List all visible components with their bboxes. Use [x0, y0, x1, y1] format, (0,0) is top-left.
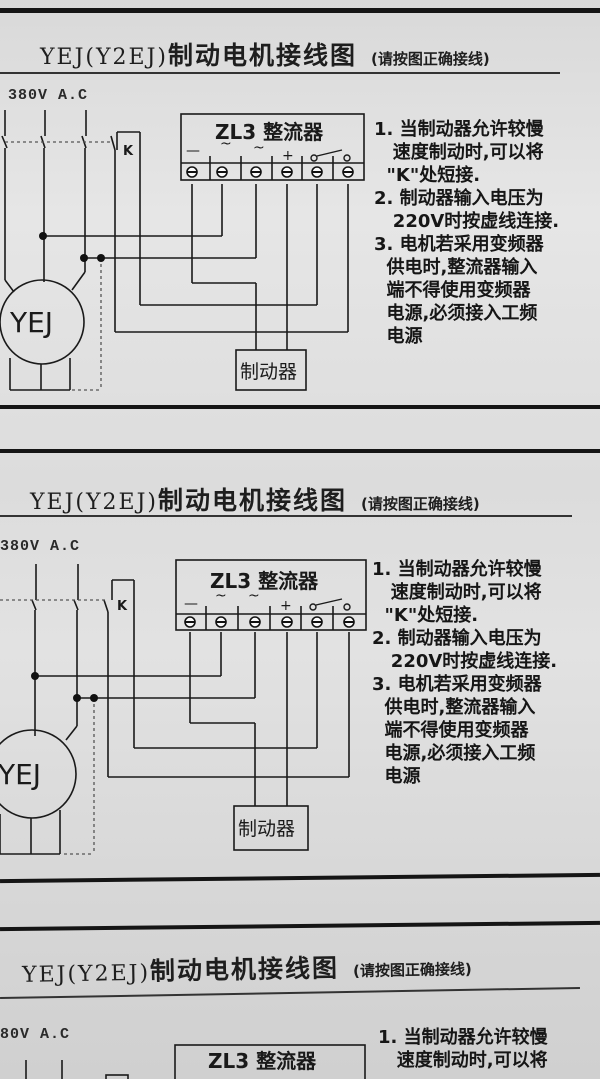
svg-text:+: + — [282, 148, 294, 164]
note-line: 速度制动时,可以将 — [378, 1050, 548, 1071]
supply-voltage-label: 380V A.C — [8, 87, 89, 104]
rectifier-label: ZL3 整流器 — [210, 569, 319, 593]
title-chinese: 制动电机接线图 — [149, 953, 340, 986]
note-line: 端不得使用变频器 — [374, 280, 531, 301]
note-line: 220V时按虚线连接. — [374, 211, 560, 232]
motor-label: YEJ — [0, 758, 41, 791]
note-line: 电源,必须接入工频 — [372, 743, 536, 764]
rectifier-label: ZL3 整流器 — [215, 120, 324, 144]
note-line: 供电时,整流器输入 — [374, 257, 538, 278]
wiring-notes: 1. 当制动器允许较慢 速度制动时,可以将 "K"处短接. 2. 制动器输入电压… — [374, 118, 559, 348]
note-line: 端不得使用变频器 — [372, 720, 529, 741]
note-line: 1. 当制动器允许较慢 — [374, 119, 544, 140]
title-hint: (请按图正确接线) — [352, 960, 472, 981]
wiring-schematic: ZL3 整流器 — [25, 1044, 366, 1079]
supply-voltage-label: 80V A.C — [0, 1026, 71, 1043]
diagram-title: YEJ(Y2EJ)制动电机接线图 (请按图正确接线) — [40, 36, 490, 72]
note-line: 3. 电机若采用变频器 — [374, 234, 544, 255]
wiring-diagram-panel-2: YEJ(Y2EJ)制动电机接线图 (请按图正确接线) 380V A.C — [0, 460, 600, 880]
title-hint: (请按图正确接线) — [360, 495, 480, 513]
section-divider — [0, 405, 600, 409]
brake-label: 制动器 — [238, 818, 295, 840]
top-border-rule — [0, 8, 600, 13]
title-model: YEJ(Y2EJ) — [30, 490, 158, 515]
diagram-title: YEJ(Y2EJ)制动电机接线图 (请按图正确接线) — [22, 946, 472, 990]
switch-k-label: K — [117, 599, 128, 614]
note-line: 3. 电机若采用变频器 — [372, 674, 542, 695]
title-underline — [0, 515, 572, 517]
title-underline — [0, 72, 560, 74]
note-line: 2. 制动器输入电压为 — [374, 188, 544, 209]
wiring-notes: 1. 当制动器允许较慢 速度制动时,可以将 — [378, 1026, 548, 1072]
note-line: 1. 当制动器允许较慢 — [372, 559, 542, 580]
brake-label: 制动器 — [240, 361, 297, 383]
note-line: 电源 — [374, 326, 423, 347]
title-chinese: 制动电机接线图 — [157, 486, 347, 515]
note-line: "K"处短接. — [372, 605, 479, 626]
switch-k-label: K — [123, 144, 134, 159]
rectifier-label: ZL3 整流器 — [208, 1049, 317, 1073]
note-line: 供电时,整流器输入 — [372, 697, 536, 718]
diagram-title: YEJ(Y2EJ)制动电机接线图 (请按图正确接线) — [30, 481, 480, 517]
title-chinese: 制动电机接线图 — [167, 41, 357, 70]
note-line: "K"处短接. — [374, 165, 481, 186]
svg-text:+: + — [280, 598, 292, 614]
note-line: 1. 当制动器允许较慢 — [378, 1027, 548, 1048]
note-line: 2. 制动器输入电压为 — [372, 628, 542, 649]
switch-contact-icon — [310, 149, 351, 162]
svg-text:~: ~ — [220, 136, 232, 152]
svg-text:—: — — [184, 596, 198, 612]
title-model: YEJ(Y2EJ) — [21, 960, 151, 988]
note-line: 速度制动时,可以将 — [372, 582, 542, 603]
title-model: YEJ(Y2EJ) — [40, 45, 168, 70]
wiring-diagram-panel-3: YEJ(Y2EJ)制动电机接线图 (请按图正确接线) 80V A.C ZL3 整流… — [0, 930, 600, 1079]
wiring-notes: 1. 当制动器允许较慢 速度制动时,可以将 "K"处短接. 2. 制动器输入电压… — [372, 558, 557, 788]
wiring-diagram-panel-1: YEJ(Y2EJ)制动电机接线图 (请按图正确接线) 380V A.C — [0, 0, 600, 410]
note-line: 速度制动时,可以将 — [374, 142, 544, 163]
terminal-minus-label: — — [186, 143, 200, 159]
wiring-schematic: — ~ ~ + ZL3 整流器 K YEJ 制动器 — [0, 110, 365, 391]
note-line: 电源 — [372, 766, 421, 787]
svg-text:~: ~ — [248, 588, 260, 604]
section-divider — [0, 449, 600, 453]
note-line: 电源,必须接入工频 — [374, 303, 538, 324]
supply-voltage-label: 380V A.C — [0, 538, 81, 555]
switch-contact-icon — [309, 598, 351, 611]
title-hint: (请按图正确接线) — [370, 50, 490, 68]
wiring-schematic: — ~ ~ + ZL3 整流器 K YEJ 制动器 — [0, 559, 367, 855]
svg-text:~: ~ — [215, 588, 227, 604]
motor-label: YEJ — [9, 306, 53, 339]
note-line: 220V时按虚线连接. — [372, 651, 558, 672]
svg-text:~: ~ — [253, 140, 265, 156]
